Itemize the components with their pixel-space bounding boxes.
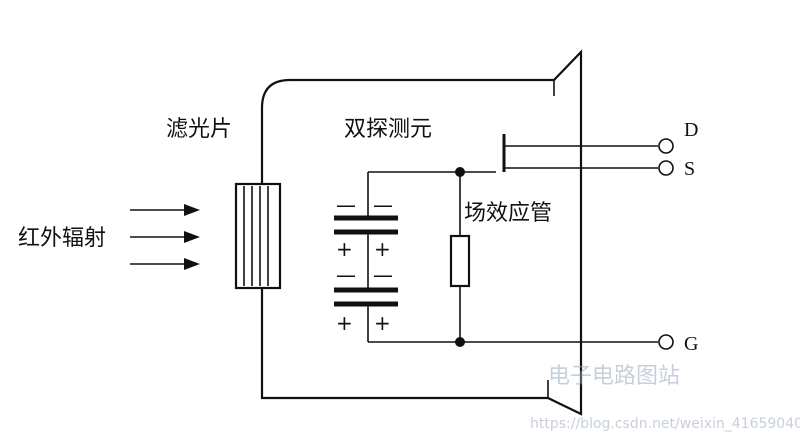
watermark-url: https://blog.csdn.net/weixin_41659040 [530, 416, 800, 432]
plus-sign-right-lower: + [374, 311, 391, 335]
circuit-wiring [368, 167, 658, 347]
dual-element-label: 双探测元 [344, 117, 432, 142]
resistor [449, 234, 471, 288]
filter-label: 滤光片 [166, 117, 232, 142]
terminal-d [658, 138, 674, 154]
ir-arrow-bottom [130, 258, 200, 270]
plus-sign-left-upper: + [336, 237, 353, 261]
fet-label: 场效应管 [464, 201, 552, 226]
plus-sign-right-upper: + [374, 237, 391, 261]
field-effect-transistor [502, 134, 658, 172]
pin-label-s: S [684, 158, 695, 180]
minus-sign-left-mid: — [336, 263, 356, 287]
minus-sign-left: — [336, 193, 356, 217]
minus-sign-right-mid: — [373, 263, 393, 287]
watermark-cn: 电子电路图站 [548, 364, 680, 389]
optical-filter [234, 182, 282, 290]
pin-label-d: D [684, 119, 698, 141]
minus-sign-right: — [373, 193, 393, 217]
junction-dot-bottom [455, 337, 465, 347]
ir-arrow-middle [130, 231, 200, 243]
dual-detector-elements: — — + + — — + + [334, 172, 398, 342]
ir-arrow-top [130, 204, 200, 216]
junction-dot-top [455, 167, 465, 177]
sensor-housing [260, 49, 583, 416]
terminal-g [658, 334, 674, 350]
terminal-s [658, 160, 674, 176]
plus-sign-left-lower: + [336, 311, 353, 335]
pin-label-g: G [684, 333, 698, 355]
ir-arrows [130, 204, 200, 270]
ir-radiation-label: 红外辐射 [18, 226, 106, 251]
